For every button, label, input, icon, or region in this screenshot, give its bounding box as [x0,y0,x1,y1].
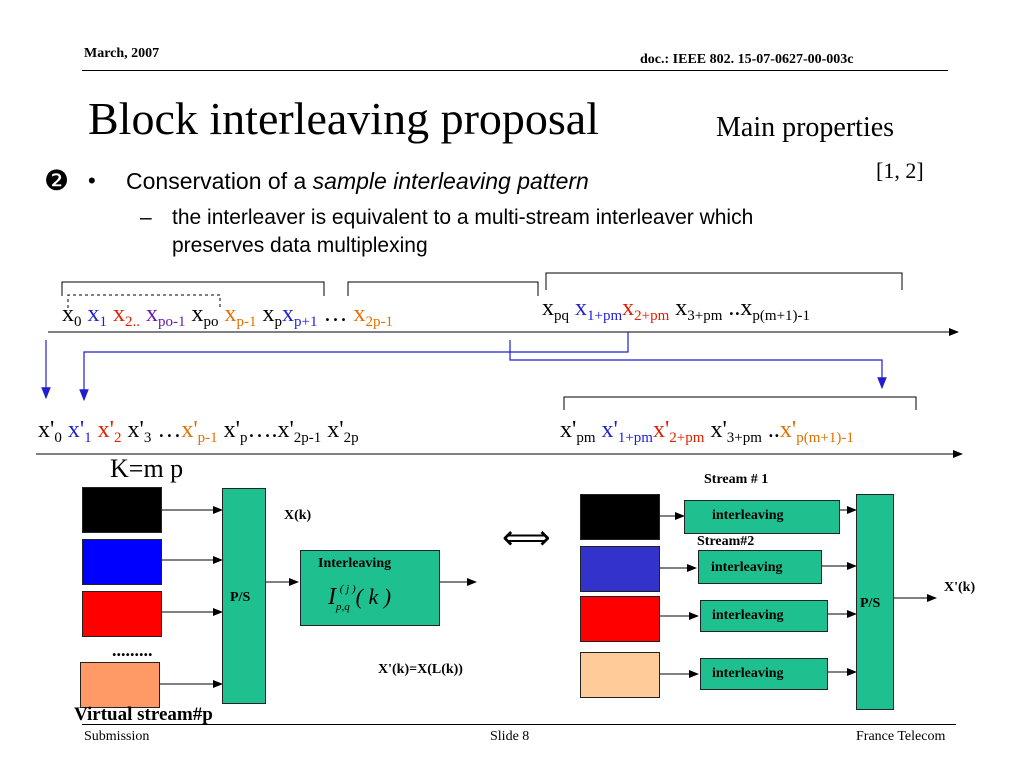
stream-block-red [82,591,162,637]
blue-arrow-3 [509,340,887,390]
blue-arrow-2 [79,332,629,402]
interleaving-box-2 [698,550,822,584]
right-stream-peach [580,652,660,698]
footer-submission: Submission [84,729,150,744]
interleaving-box-4 [700,658,828,690]
stream-block-black [82,487,162,533]
equation-label: X'(k)=X(L(k)) [378,662,463,677]
slide-subtitle: Main properties [716,112,895,143]
interleaving-label-1: interleaving [712,508,784,523]
header-doc: doc.: IEEE 802. 15-07-0627-00-003c [640,52,854,67]
stream-block-orange [80,662,160,708]
footer-company: France Telecom [856,729,946,744]
k-label: K=m p [110,454,184,483]
right-stream-blue [580,546,660,592]
interleaving-block [300,550,440,626]
ellipsis-dots: ......... [112,640,153,660]
bullet-text-italic: sample interleaving pattern [312,168,589,194]
double-arrow-icon: ⟺ [502,518,551,558]
bracket-2 [347,281,539,296]
sequence-2b: x'pm x'1+pmx'2+pm x'3+pm ..x'p(m+1)-1 [560,417,854,446]
header-date: March, 2007 [84,46,160,61]
interleaving-title: Interleaving [318,556,392,571]
slide-title: Block interleaving proposal [88,93,599,144]
number-two-icon: ❷ [44,166,70,197]
sub-bullet-line2: preserves data multiplexing [172,234,428,257]
right-stream-red [580,596,660,642]
bracket-1 [61,281,325,296]
ps-block-left [222,488,266,704]
bullet-text: Conservation of a sample interleaving pa… [126,168,589,195]
interleaving-box-3 [700,600,828,632]
stream-block-blue [82,539,162,585]
interleaving-formula: Ip,q( j )( k ) [328,583,392,613]
header-rule [82,70,948,71]
reference: [1, 2] [876,158,924,183]
sequence-1b: xpq x1+pmx2+pm x3+pm ..xp(m+1)-1 [542,295,811,324]
right-stream-black [580,494,660,540]
interleaving-box-1 [684,500,840,534]
virtual-stream-label: Virtual stream#p [74,704,213,725]
dashed-bracket [67,294,221,308]
bracket-3 [545,272,903,290]
sub-bullet-line1: the interleaver is equivalent to a multi… [172,206,754,229]
ps-block-right [856,494,894,710]
stream2-label: Stream#2 [697,534,755,549]
ps-right-label: P/S [860,596,881,611]
bullet-dot: • [88,168,96,193]
interleaving-label-2: interleaving [711,560,783,575]
xk-prime-label: X'(k) [944,580,976,595]
sequence-2: x'0 x'1 x'2 x'3 …x'p-1 x'p….x'2p-1 x'2p [38,417,359,446]
xk-label: X(k) [284,508,312,523]
bullet-text-plain: Conservation of a [126,168,313,194]
bracket-4 [563,396,917,410]
footer-slide-number: Slide 8 [490,729,530,744]
footer-rule [82,724,956,725]
interleaving-label-4: interleaving [712,666,784,681]
interleaving-label-3: interleaving [712,608,784,623]
stream1-label: Stream # 1 [704,472,769,487]
sequence-1: x0 x1 x2.. xpo-1 xpo xp-1 xpxp+1 … x2p-1 [62,301,393,330]
ps-left-label: P/S [230,590,251,605]
sub-bullet-dash: – [140,206,152,229]
